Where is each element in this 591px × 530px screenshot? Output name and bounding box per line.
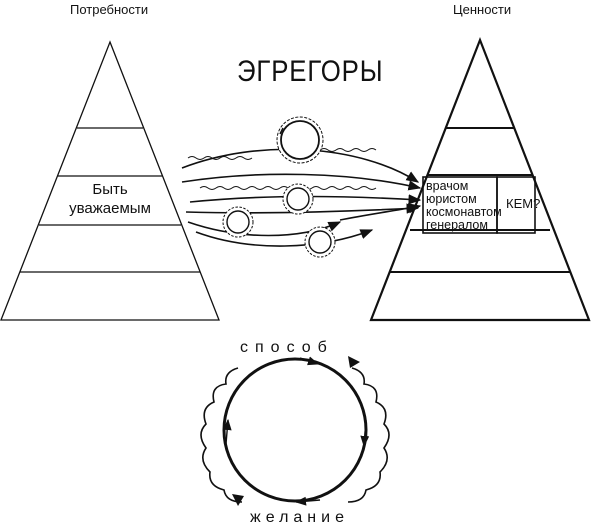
egregor-circle-mid (282, 183, 314, 215)
arrow-7 (339, 203, 422, 221)
egregor-circle-bottom (304, 226, 336, 258)
cycle-top-word: способ (240, 339, 334, 356)
professions-list: врачом юристом космонавтом генералом (426, 180, 502, 232)
cycle-scallop-right (347, 367, 390, 503)
need-level-label: Быть уважаемым (69, 181, 151, 217)
cycle-arrow-right (360, 419, 370, 448)
arrow-5 (187, 221, 342, 237)
arrow-1-wavy-right (319, 148, 377, 152)
cycle-scallop-left (200, 367, 243, 503)
question-label: КЕМ? (506, 196, 541, 211)
needs-pyramid (0, 40, 220, 321)
cycle-arrowhead-top-right (348, 356, 360, 368)
cycle-arrow-bottom (294, 496, 321, 506)
egregor-circle-large (276, 116, 324, 164)
cycle-inner-circle (222, 357, 368, 503)
arrow-1-wavy (187, 156, 253, 160)
values-pyramid (369, 36, 591, 322)
arrow-6 (195, 229, 374, 247)
cycle-arrow-left (222, 418, 232, 445)
values-title: Ценности (453, 2, 512, 17)
profession-item: генералом (426, 218, 488, 232)
egregor-circle-left (222, 206, 254, 238)
cycle-arrowhead-bottom-left (232, 494, 244, 506)
cycle-arrow-top (299, 356, 320, 366)
egregor-circles (222, 116, 336, 258)
profession-item: космонавтом (426, 205, 502, 219)
profession-item: врачом (426, 179, 469, 193)
needs-title: Потребности (70, 2, 149, 17)
profession-item: юристом (426, 192, 477, 206)
arrow-2 (181, 173, 422, 191)
cycle-diagram (200, 356, 390, 506)
egregors-title: ЭГРЕГОРЫ (237, 55, 384, 88)
cycle-bottom-word: желание (250, 509, 349, 526)
